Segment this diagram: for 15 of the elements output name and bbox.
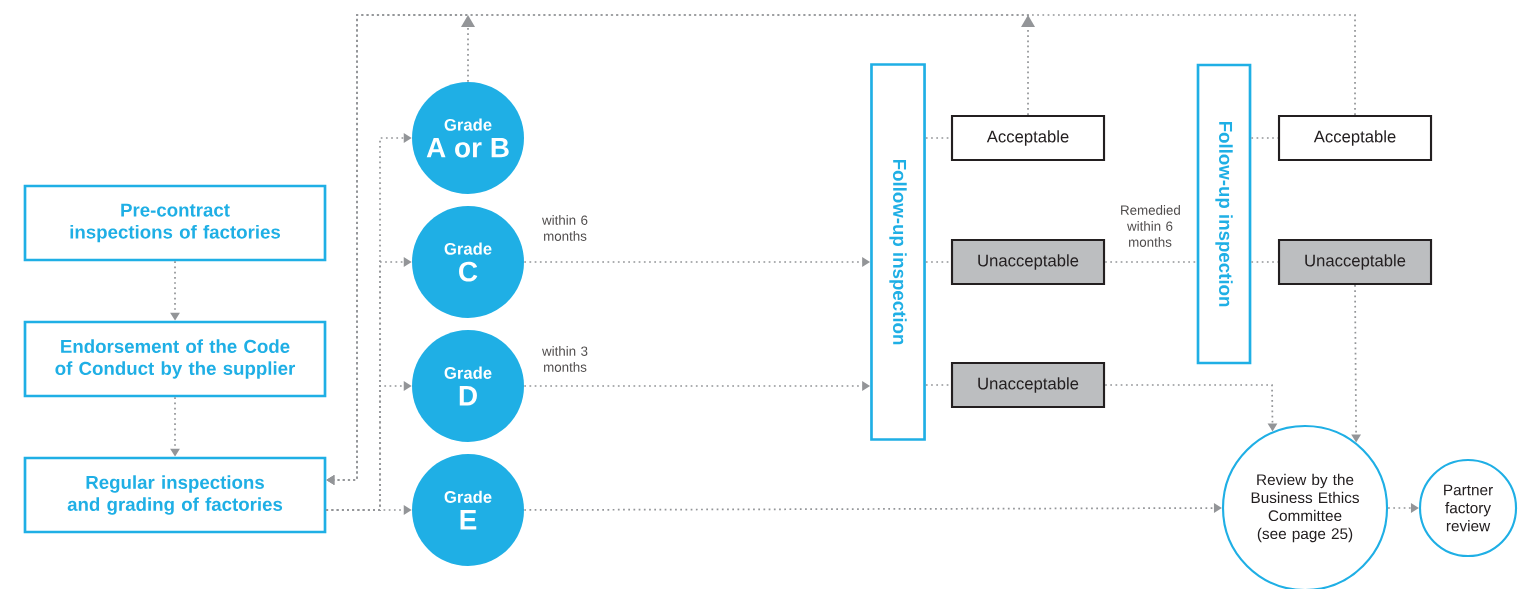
edge-label: within 3 months xyxy=(533,344,597,374)
arrow xyxy=(523,503,1222,513)
process-box: Pre-contract inspections of factories xyxy=(23,184,327,262)
inspection-box: Follow-up inspection xyxy=(870,63,926,441)
arrow xyxy=(1387,503,1419,513)
result-box: Unacceptable xyxy=(1277,238,1433,286)
result-box: Unacceptable xyxy=(950,238,1106,286)
result-box: Acceptable xyxy=(1277,114,1433,162)
edge-label: within 6 months xyxy=(533,213,597,243)
inspection-box: Follow-up inspection xyxy=(1196,63,1252,365)
edge-label: Remedied within 6 months xyxy=(1118,203,1182,249)
result-box: Acceptable xyxy=(950,114,1106,162)
process-box: Endorsement of the Code of Conduct by the supplier xyxy=(23,320,327,398)
result-box: Unacceptable xyxy=(950,361,1106,409)
process-box: Regular inspections and grading of factories xyxy=(23,456,327,534)
